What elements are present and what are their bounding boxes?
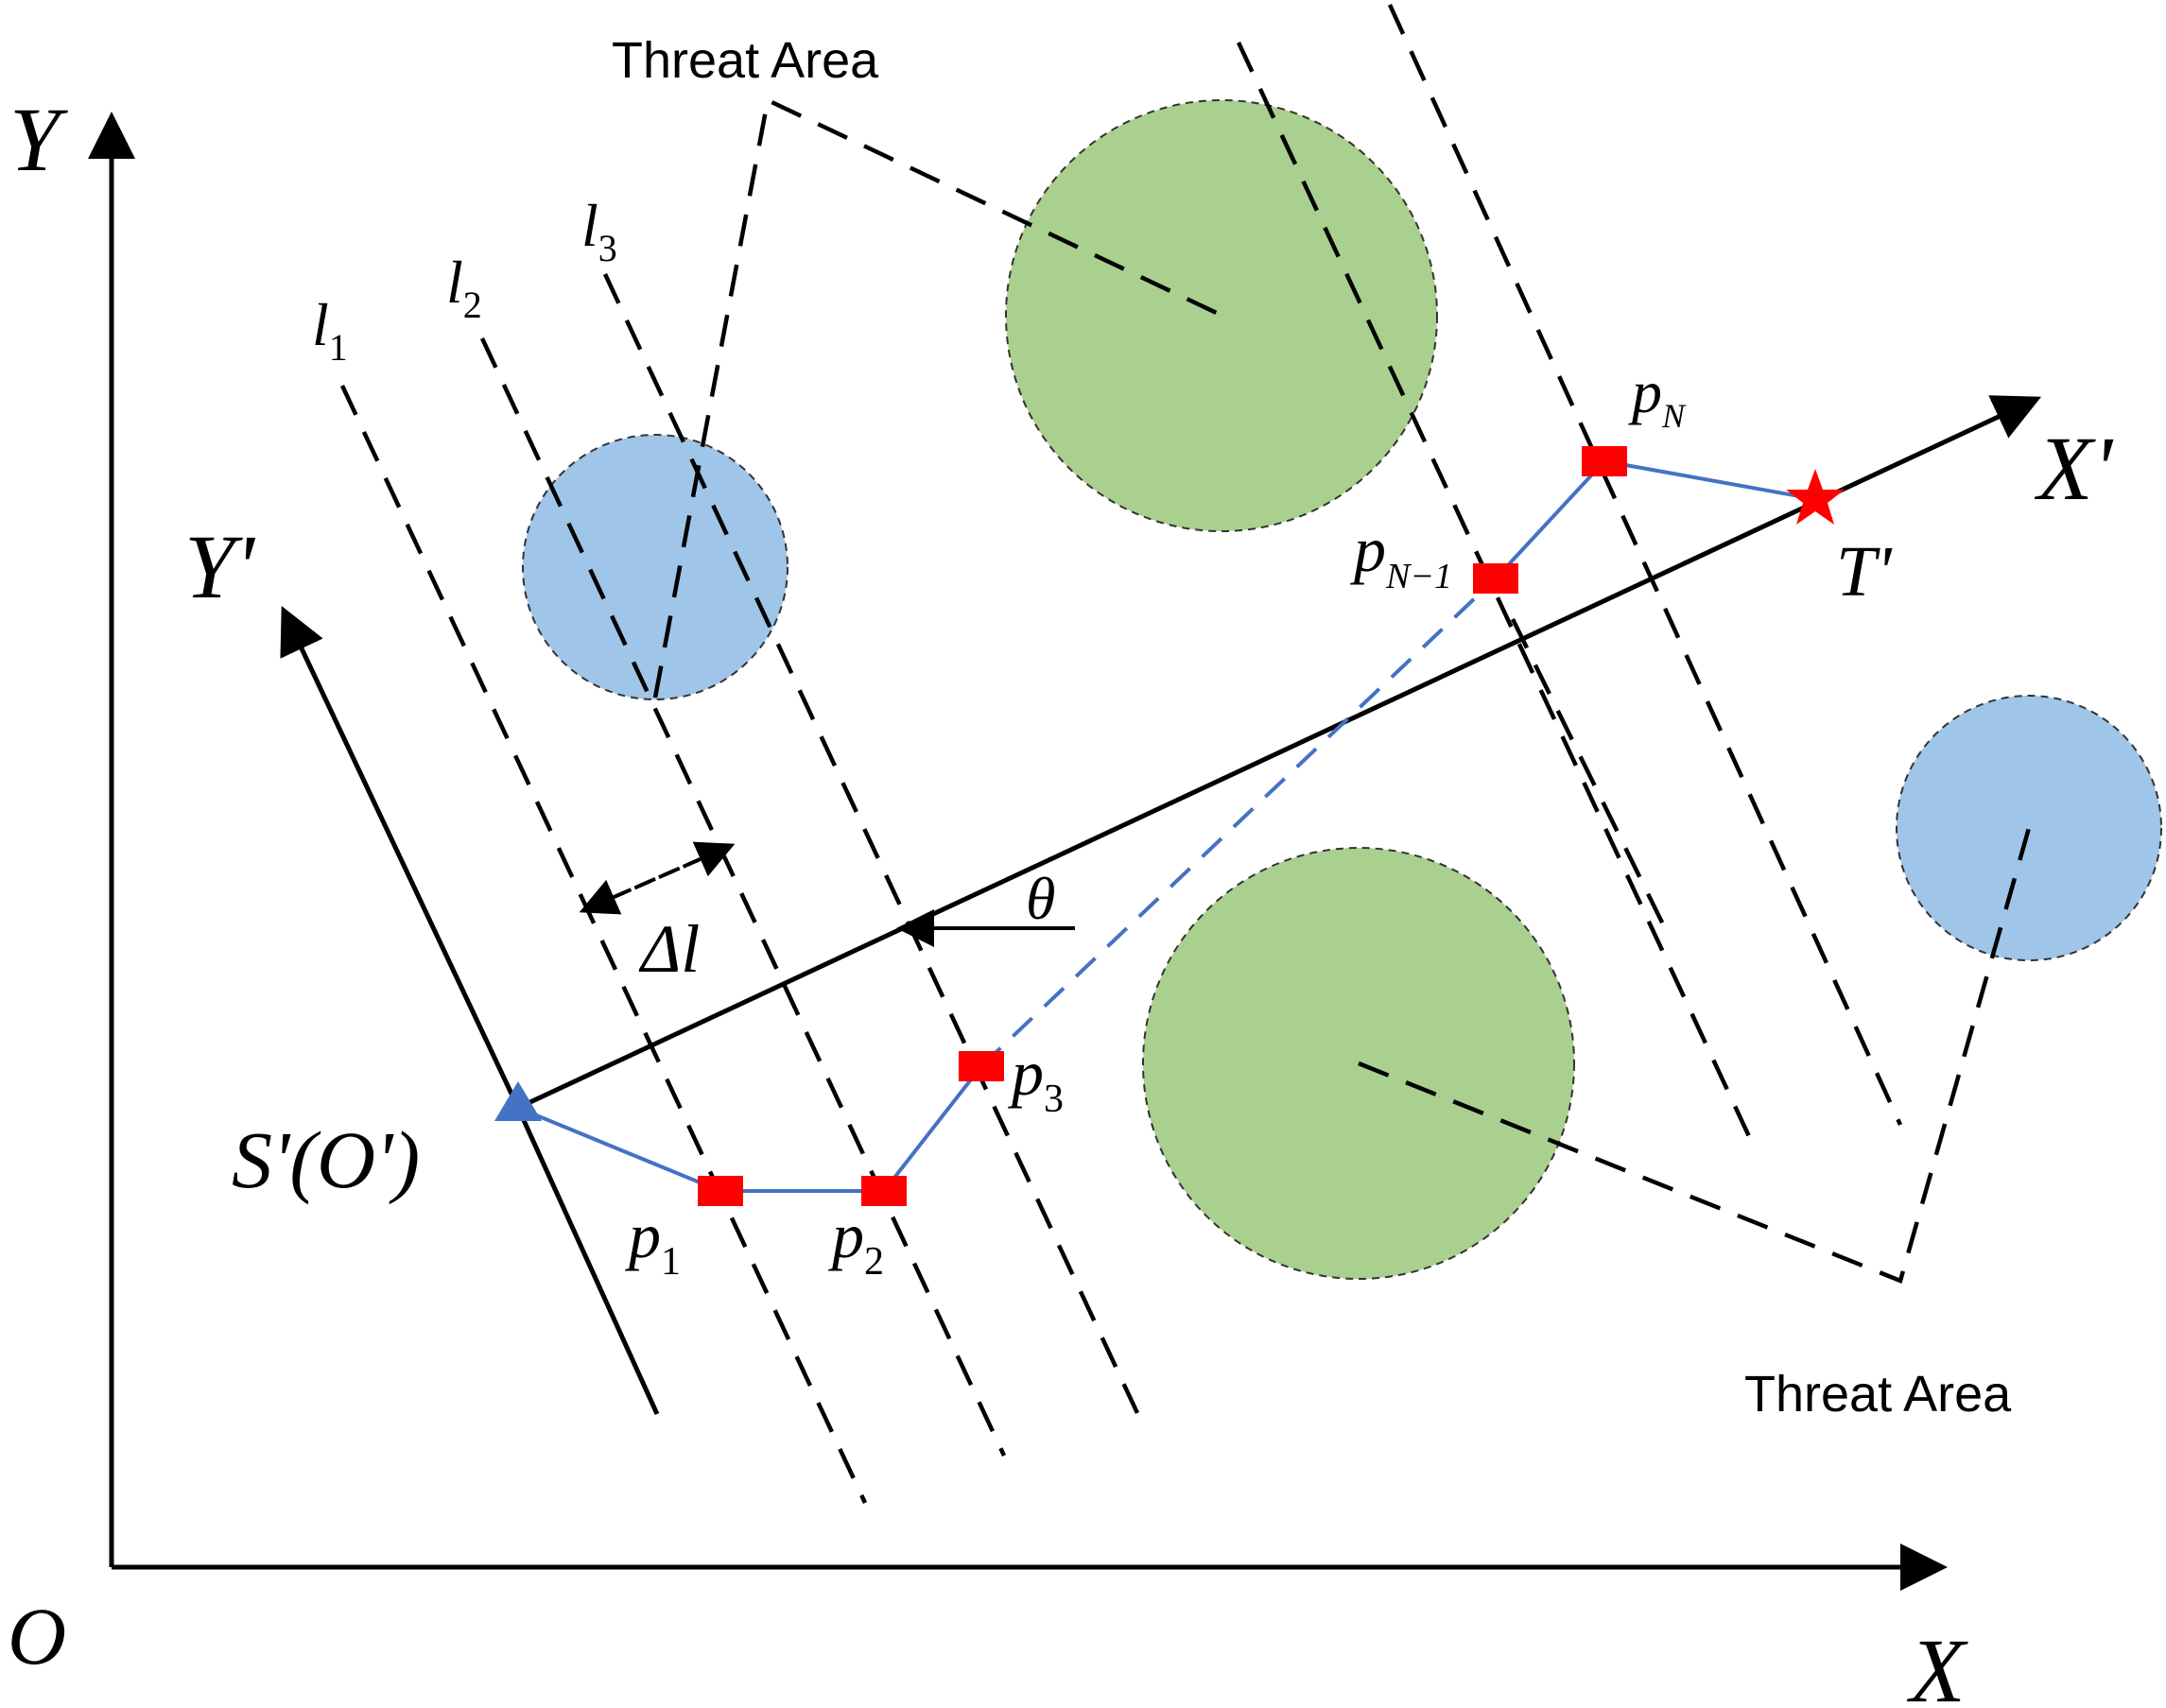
waypoint-p3: [959, 1051, 1004, 1081]
start-triangle-icon: [494, 1081, 542, 1121]
dashed-line-l3: [602, 273, 1147, 1428]
origin-label: O: [8, 1591, 66, 1682]
delta-l-indicator: [579, 841, 736, 915]
y-prime-axis-upper: [280, 605, 521, 1110]
line-label-l2: l2: [446, 249, 482, 326]
path-solid-end: [1494, 458, 1816, 580]
x-prime-axis: [516, 395, 2042, 1111]
waypoint-label-p2: p2: [828, 1199, 884, 1284]
y-axis-label: Y: [9, 89, 68, 190]
target-star-icon: [1786, 469, 1845, 525]
threat-circle-blue-left: [522, 434, 788, 700]
waypoint-label-p3: p3: [1008, 1037, 1064, 1121]
threat-area-label-bottom: Threat Area: [1744, 1366, 2012, 1423]
y-prime-axis-lower: [515, 1106, 660, 1416]
threat-area-boundary-bottom: [1358, 827, 2032, 1285]
y-prime-axis-label: Y': [184, 516, 255, 617]
threat-circle-green-top: [1005, 99, 1438, 532]
dashed-line-l1: [339, 385, 868, 1504]
waypoint-p1: [698, 1176, 743, 1206]
x-prime-axis-label: X': [2034, 418, 2114, 519]
threat-area-boundary-top: [652, 96, 1223, 699]
waypoint-pN: [1582, 446, 1627, 476]
waypoint-label-p1: p1: [625, 1199, 681, 1284]
dashed-line-top-2: [1387, 4, 1903, 1126]
threat-circle-blue-right: [1896, 695, 2162, 961]
threat-area-label-top: Threat Area: [612, 32, 879, 89]
dashed-line-mid-right: [1510, 618, 1667, 927]
x-axis-label: X: [1906, 1620, 1968, 1708]
dashed-line-l2: [479, 337, 1007, 1457]
path-solid-start: [517, 1064, 983, 1193]
line-label-l1: l1: [312, 291, 348, 369]
delta-l-label: Δl: [638, 911, 700, 987]
theta-label: θ: [1026, 865, 1055, 932]
line-label-l3: l3: [581, 192, 617, 269]
waypoint-label-pN: pN: [1628, 358, 1687, 435]
waypoint-label-pN-1: pN−1: [1350, 513, 1452, 596]
path-dashed-middle: [979, 577, 1498, 1068]
target-label: T': [1836, 532, 1893, 612]
start-label: S'(O'): [232, 1114, 420, 1205]
waypoint-pN-1: [1473, 563, 1518, 594]
waypoint-p2: [861, 1176, 907, 1206]
